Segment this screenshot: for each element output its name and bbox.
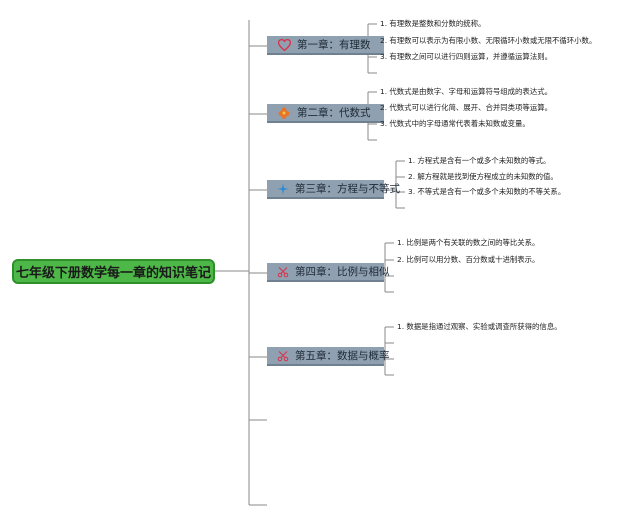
- note-item: 1. 有理数是整数和分数的统称。: [380, 19, 486, 28]
- chapter-title: 第四章：比例与相似: [295, 266, 390, 278]
- chapter-node-3[interactable]: 第三章：方程与不等式: [267, 180, 400, 199]
- note-item: 1. 方程式是含有一个或多个未知数的等式。: [408, 156, 551, 165]
- heart-icon: [277, 38, 291, 52]
- chapter-title: 第三章：方程与不等式: [295, 183, 400, 195]
- chapter-node-5[interactable]: 第五章：数据与概率: [267, 347, 390, 366]
- chapter-node-2[interactable]: 第二章：代数式: [267, 104, 384, 123]
- flower-icon: [277, 106, 291, 120]
- scissors-icon: [277, 265, 289, 279]
- note-item: 2. 有理数可以表示为有限小数、无限循环小数或无限不循环小数。: [380, 36, 597, 45]
- note-item: 1. 代数式是由数字、字母和运算符号组成的表达式。: [380, 87, 552, 96]
- scissors-icon: [277, 349, 289, 363]
- chapter-title: 第五章：数据与概率: [295, 350, 390, 362]
- chapter-node-1[interactable]: 第一章：有理数: [267, 36, 384, 55]
- chapter-title: 第二章：代数式: [297, 107, 371, 119]
- note-item: 3. 代数式中的字母通常代表着未知数或变量。: [380, 119, 530, 128]
- note-item: 2. 解方程就是找到使方程成立的未知数的值。: [408, 172, 558, 181]
- note-item: 2. 代数式可以进行化简、展开、合并同类项等运算。: [380, 103, 552, 112]
- note-item: 2. 比例可以用分数、百分数或十进制表示。: [397, 255, 540, 264]
- note-item: 1. 数据是指通过观察、实验或调查所获得的信息。: [397, 322, 562, 331]
- note-item: 1. 比例是两个有关联的数之间的等比关系。: [397, 238, 540, 247]
- chapter-title: 第一章：有理数: [297, 39, 371, 51]
- sparkle-icon: [277, 182, 289, 196]
- root-topic[interactable]: 七年级下册数学每一章的知识笔记: [12, 259, 215, 284]
- note-item: 3. 不等式是含有一个或多个未知数的不等关系。: [408, 187, 566, 196]
- chapter-node-4[interactable]: 第四章：比例与相似: [267, 263, 390, 282]
- note-item: 3. 有理数之间可以进行四则运算，并遵循运算法则。: [380, 52, 552, 61]
